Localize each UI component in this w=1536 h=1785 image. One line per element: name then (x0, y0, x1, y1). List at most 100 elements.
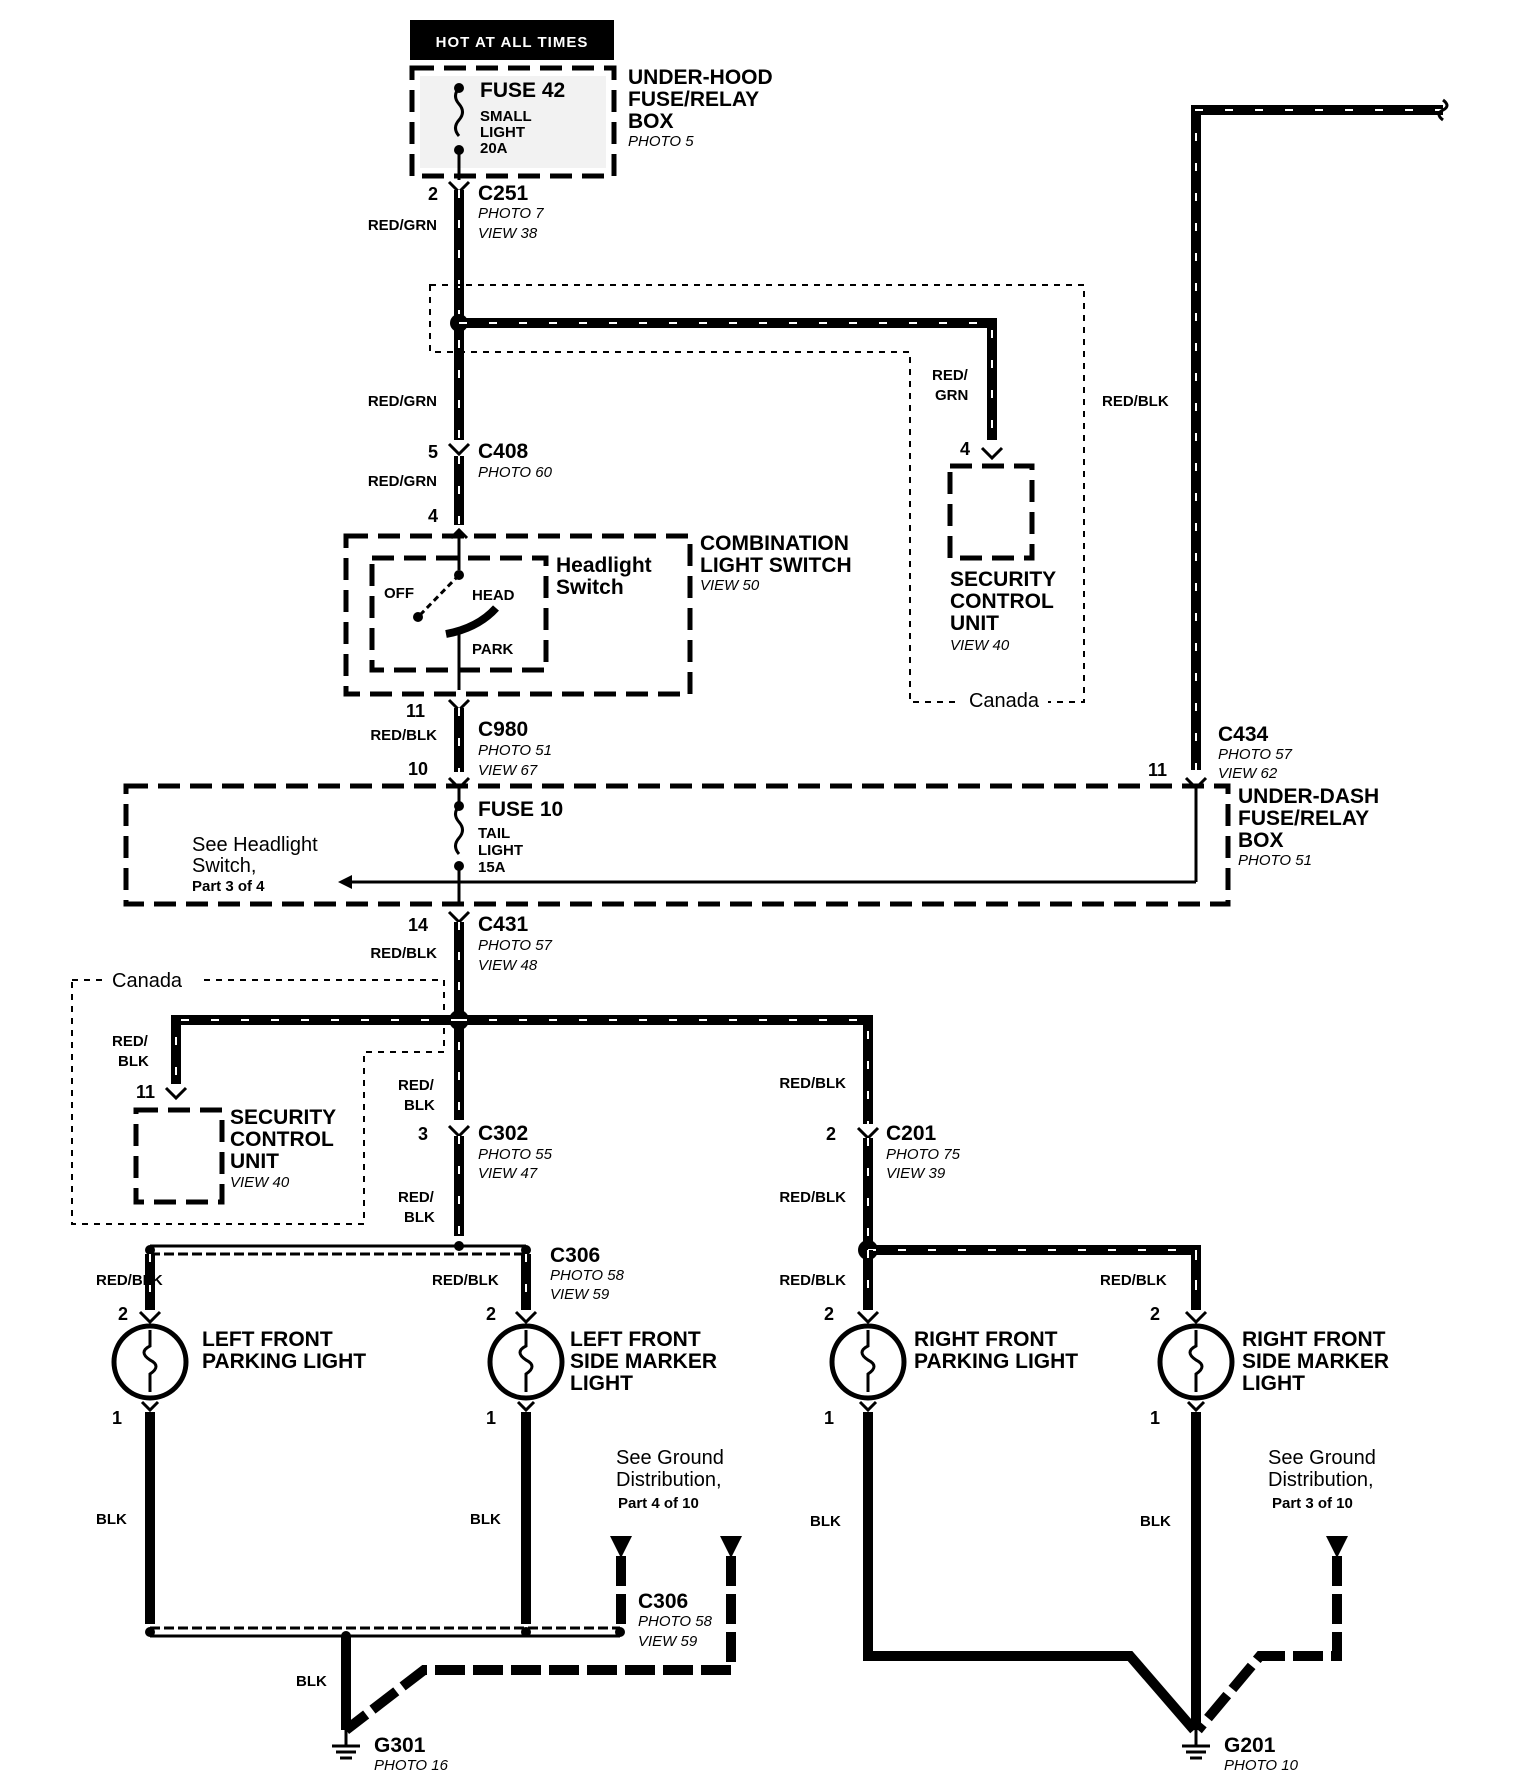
switch-head-label: HEAD (472, 587, 515, 604)
c980-pin-top: 11 (406, 701, 425, 721)
security-left-view: VIEW 40 (230, 1174, 290, 1191)
c434-view: VIEW 62 (1218, 765, 1278, 782)
lamp-1-pin-out: 1 (486, 1408, 496, 1428)
g201-label: G201 (1224, 1734, 1276, 1757)
c201-wire-top: RED/BLK (779, 1075, 846, 1092)
c431-photo: PHOTO 57 (478, 937, 553, 954)
see-headlight-1: See Headlight (192, 834, 318, 856)
c306-top-label: C306 (550, 1244, 600, 1267)
combination-light-switch-box (343, 533, 693, 697)
c201-pin: 2 (826, 1124, 836, 1144)
see-ground-left-3: Part 4 of 10 (618, 1495, 699, 1512)
c201-photo: PHOTO 75 (886, 1146, 961, 1163)
fuse-10-symbol (454, 805, 464, 855)
c431-wire-color: RED/BLK (370, 945, 437, 962)
lamp-1-pin-in: 2 (486, 1304, 496, 1324)
c980-label: C980 (478, 718, 528, 741)
security-left-wire-2: BLK (118, 1053, 149, 1070)
c306-bottom-label: C306 (638, 1590, 688, 1613)
underhood-photo: PHOTO 5 (628, 133, 694, 150)
security-left-title-2: CONTROL (230, 1128, 334, 1151)
see-ground-right-3: Part 3 of 10 (1272, 1495, 1353, 1512)
lamp-left-front-side-marker (487, 1310, 565, 1413)
c431-label: C431 (478, 913, 529, 936)
underhood-fuse-relay-box: FUSE 42 SMALL LIGHT 20A (409, 65, 617, 179)
c434-label: C434 (1218, 723, 1269, 746)
headlight-switch-title-2: Switch (556, 576, 624, 599)
underdash-title-1: UNDER-DASH (1238, 785, 1379, 808)
security-left-title-3: UNIT (230, 1150, 279, 1173)
underhood-title-3: BOX (628, 110, 674, 133)
c306-bottom-view: VIEW 59 (638, 1633, 698, 1650)
c408-wire-color: RED/GRN (368, 473, 437, 490)
c201-label: C201 (886, 1122, 937, 1145)
security-control-unit-top (947, 463, 1035, 561)
lamp-0-title-2: PARKING LIGHT (202, 1350, 366, 1373)
c980-view: VIEW 67 (478, 762, 538, 779)
lamp-2-pin-out: 1 (824, 1408, 834, 1428)
underdash-title-3: BOX (1238, 829, 1284, 852)
lamp-3-wire-out: BLK (1140, 1513, 1171, 1530)
g301-label: G301 (374, 1734, 426, 1757)
g301-photo: PHOTO 16 (374, 1757, 449, 1774)
ground-left-wire: BLK (296, 1673, 327, 1690)
lamp-1-title-1: LEFT FRONT (570, 1328, 701, 1351)
hot-at-all-times-banner (410, 20, 614, 60)
c251-view: VIEW 38 (478, 225, 538, 242)
fuse-42-desc-2: LIGHT (480, 124, 525, 141)
canada-region-top (429, 284, 1085, 703)
security-left-wire-1: RED/ (112, 1033, 149, 1050)
c980-photo: PHOTO 51 (478, 742, 552, 759)
see-ground-left-1: See Ground (616, 1447, 724, 1469)
underdash-fuse-relay-box (123, 783, 1231, 907)
bulb-filament-icon (142, 1330, 158, 1392)
underhood-title-2: FUSE/RELAY (628, 88, 759, 111)
ground-ref-arrow-left-2 (720, 1536, 742, 1558)
lamp-0-pin-out: 1 (112, 1408, 122, 1428)
ground-g301-icon (332, 1730, 360, 1760)
lamp-3-title-1: RIGHT FRONT (1242, 1328, 1386, 1351)
canada-region-left (71, 979, 445, 1225)
wire-red-grn-label-2: RED/GRN (368, 393, 437, 410)
combination-switch-title-2: LIGHT SWITCH (700, 554, 852, 577)
security-left-pin: 11 (136, 1082, 155, 1102)
c306-top-photo: PHOTO 58 (550, 1267, 625, 1284)
switch-lever (418, 573, 461, 617)
canada-region-left-label: Canada (112, 970, 183, 992)
c431-view: VIEW 48 (478, 957, 538, 974)
lamp-0-wire-out: BLK (96, 1511, 127, 1528)
canada-region-top-label-text: Canada (969, 690, 1040, 712)
see-headlight-2: Switch, (192, 855, 256, 877)
security-top-view: VIEW 40 (950, 637, 1010, 654)
c408-pin-top: 5 (428, 442, 438, 462)
c434-pin: 11 (1148, 760, 1167, 780)
switch-park-label: PARK (472, 641, 514, 658)
c302-label: C302 (478, 1122, 528, 1145)
see-ground-right-2: Distribution, (1268, 1469, 1374, 1491)
security-top-wire-1: RED/ (932, 367, 969, 384)
c302-photo: PHOTO 55 (478, 1146, 553, 1163)
c306-bottom-photo: PHOTO 58 (638, 1613, 713, 1630)
combination-switch-title-1: COMBINATION (700, 532, 849, 555)
c302-wire-top-1: RED/ (398, 1077, 435, 1094)
c408-label: C408 (478, 440, 529, 463)
ground-ref-arrow-left-1 (610, 1536, 632, 1558)
lamp-2-wire-in: RED/BLK (779, 1272, 846, 1289)
fuse-42-desc-3: 20A (480, 140, 508, 157)
c251-label: C251 (478, 182, 529, 205)
hot-at-all-times-label: HOT AT ALL TIMES (436, 34, 589, 51)
lamp-2-wire-out: BLK (810, 1513, 841, 1530)
c251-wire-color: RED/GRN (368, 217, 437, 234)
ground-ref-arrow-right (1326, 1536, 1348, 1558)
c431-pin: 14 (408, 915, 428, 935)
see-headlight-3: Part 3 of 4 (192, 878, 265, 895)
c302-wire-bot-2: BLK (404, 1209, 435, 1226)
lamp-0-pin-in: 2 (118, 1304, 128, 1324)
bulb-filament-icon (860, 1330, 876, 1392)
c251-pin: 2 (428, 184, 438, 204)
combination-switch-view: VIEW 50 (700, 577, 760, 594)
lamp-3-title-2: SIDE MARKER (1242, 1350, 1389, 1373)
lamp-3-pin-out: 1 (1150, 1408, 1160, 1428)
lamp-3-wire-in: RED/BLK (1100, 1272, 1167, 1289)
